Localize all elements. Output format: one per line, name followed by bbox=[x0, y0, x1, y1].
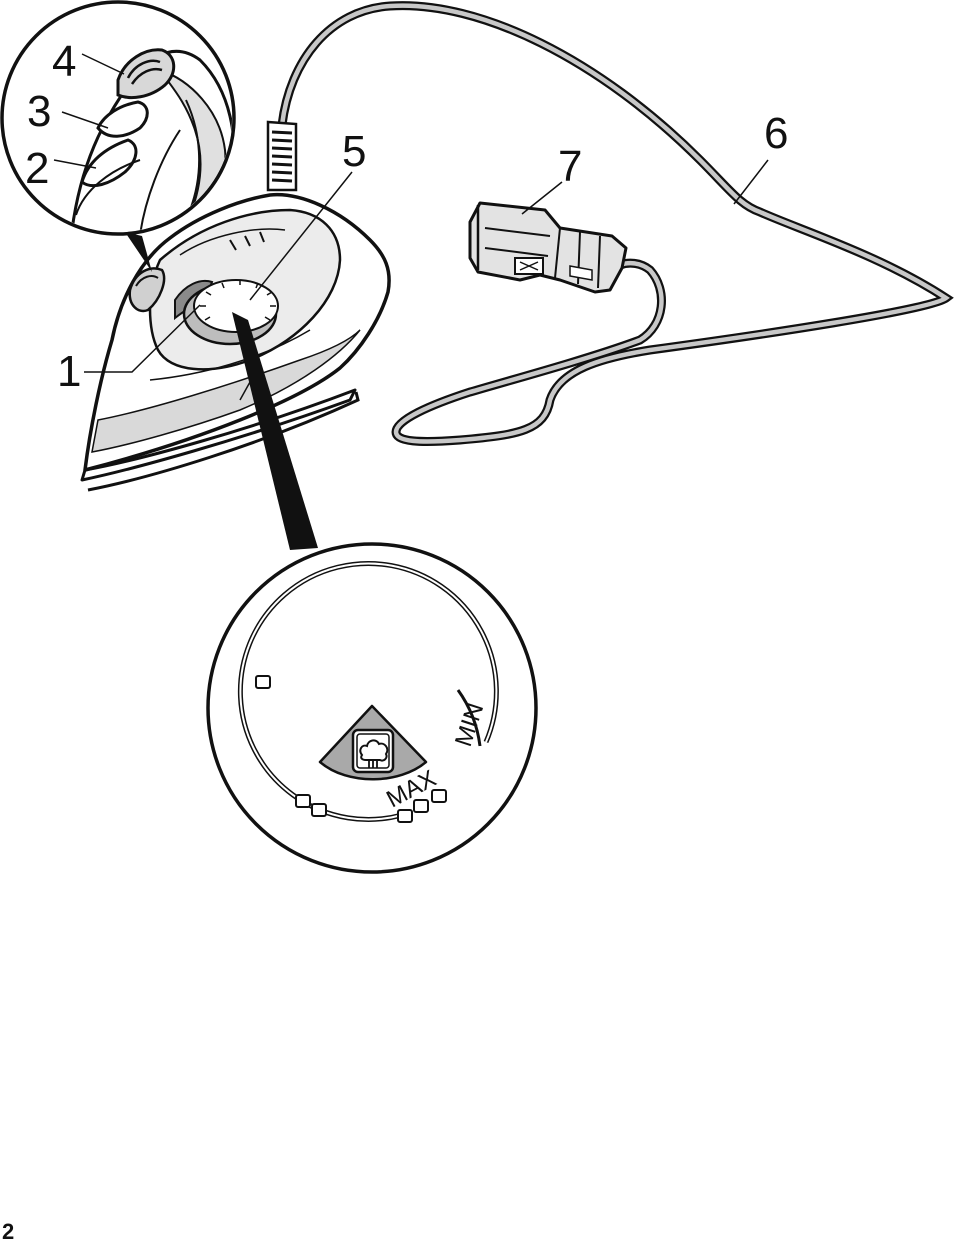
leader-lines bbox=[53, 53, 769, 373]
callout-6: 6 bbox=[764, 109, 789, 158]
callout-1: 1 bbox=[57, 347, 82, 396]
callout-4: 4 bbox=[52, 37, 77, 86]
button-detail-magnifier bbox=[0, 0, 236, 272]
callout-3: 3 bbox=[27, 87, 52, 136]
page-number: 2 bbox=[2, 1219, 15, 1244]
callout-5: 5 bbox=[342, 127, 367, 176]
callout-7: 7 bbox=[558, 142, 583, 191]
steam-cloud-icon bbox=[351, 728, 395, 774]
iron-body bbox=[80, 192, 391, 492]
callout-2: 2 bbox=[25, 144, 50, 193]
dial-detail-magnifier: MAX MIN bbox=[206, 312, 538, 874]
cord-strain-relief bbox=[266, 120, 298, 192]
power-cord bbox=[277, 1, 954, 446]
plug bbox=[468, 201, 628, 294]
